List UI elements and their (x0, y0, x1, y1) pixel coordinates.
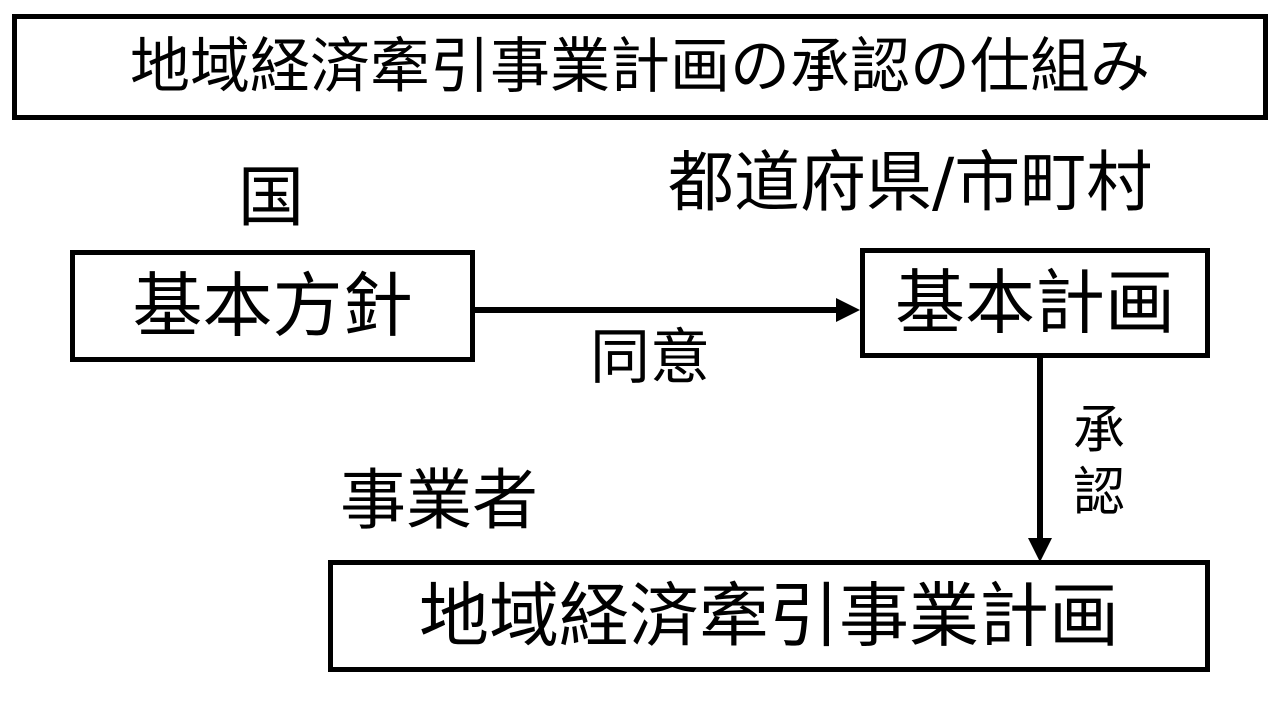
diagram-title-text: 地域経済牽引事業計画の承認の仕組み (130, 32, 1150, 102)
approval-arrow (1028, 358, 1052, 562)
basic-plan-node-label: 基本計画 (895, 262, 1175, 344)
approval-edge-label: 承認 (1072, 401, 1125, 523)
basic-plan-node: 基本計画 (860, 248, 1210, 358)
national-actor-label: 国 (238, 159, 304, 236)
basic-policy-node: 基本方針 (70, 250, 475, 362)
local-government-actor-label: 都道府県/市町村 (668, 144, 1153, 221)
consent-edge-label: 同意 (590, 323, 710, 393)
diagram-title: 地域経済牽引事業計画の承認の仕組み (12, 14, 1268, 120)
consent-arrow (475, 298, 860, 322)
basic-policy-node-label: 基本方針 (132, 265, 413, 347)
regional-economic-plan-node-label: 地域経済牽引事業計画 (419, 575, 1119, 657)
regional-economic-plan-node: 地域経済牽引事業計画 (328, 560, 1210, 672)
business-actor-label: 事業者 (340, 462, 538, 539)
